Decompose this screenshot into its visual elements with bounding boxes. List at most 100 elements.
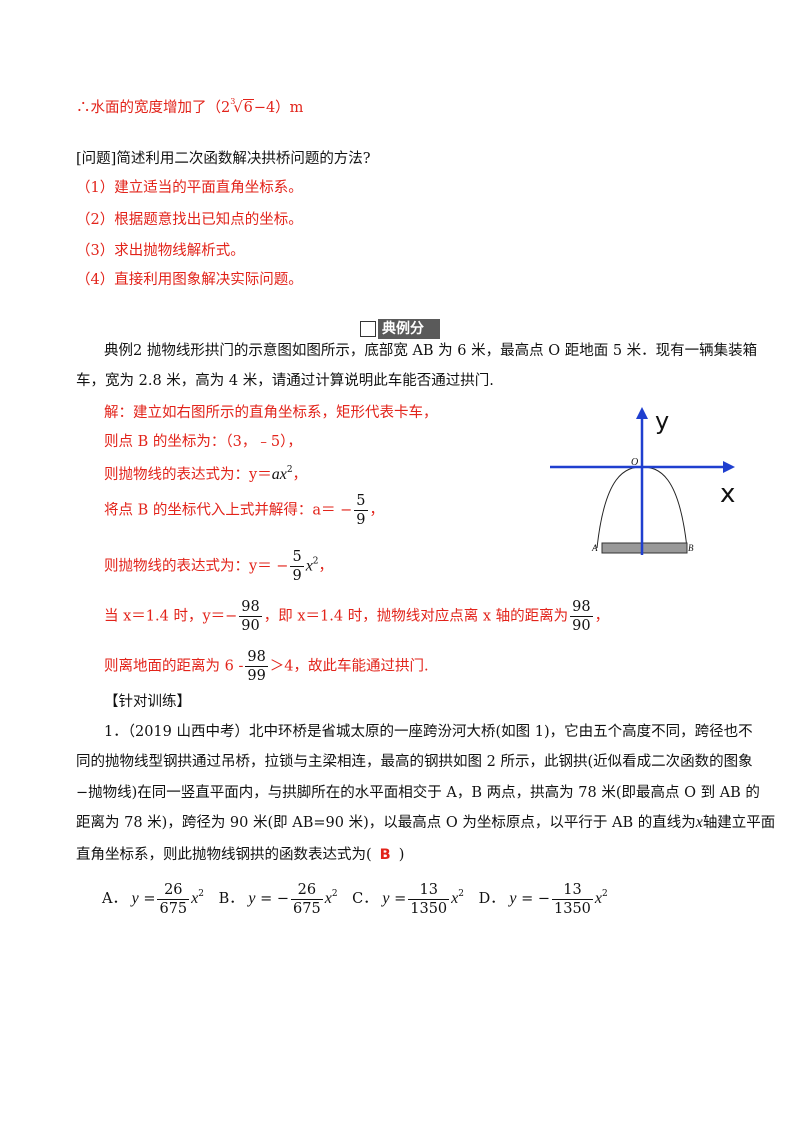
sol5-var: x [305,557,313,575]
sol4-num: 5 [356,493,366,509]
option-den: 1350 [552,898,593,917]
sol7-prefix: 则离地面的距离为 6 - [104,658,244,675]
root-index: 3 [230,97,236,106]
sol6-den-1: 90 [239,616,262,634]
option-num: 13 [563,881,582,898]
option-sign: = [143,891,156,907]
y-axis-arrow-icon [636,407,648,419]
option-label: B． [218,891,244,907]
training-p4: 距离为 78 米)，跨径为 90 米(即 AB=90 米)，以最高点 O 为坐标… [76,813,775,833]
option-var: x [451,890,459,907]
conclusion-line: ∴水面的宽度增加了（23√6−4）m [76,97,304,120]
sol7-den: 99 [245,666,268,684]
option-lhs: y [509,890,517,907]
example-line-2: 车，宽为 2.8 米，高为 4 米，请通过计算说明此车能否通过拱门. [76,373,494,389]
option-label: C． [352,891,378,907]
training-p2: 同的抛物线型钢拱通过吊桥，拉锁与主梁相连，最高的钢拱如图 2 所示，此钢拱(近似… [76,754,753,770]
root-radicand: 6 [242,99,254,116]
option-label: A． [102,891,127,907]
option-num: 26 [164,881,183,898]
question-step-3: （3）求出抛物线解析式。 [76,243,245,259]
option-var: x [324,890,332,907]
x-label: x [720,479,735,509]
a-label: A [591,543,598,553]
solution-line-3: 则抛物线的表达式为：y＝ax2， [104,460,307,485]
option-var: x [191,890,199,907]
option-var: x [594,890,603,907]
sol6-num-2: 98 [572,599,591,615]
training-p4-text: 距离为 78 米)，跨径为 90 米(即 AB=90 米)，以最高点 O 为坐标… [76,815,696,831]
section-heading: 典例分析 [360,319,440,357]
y-label: y [655,407,669,435]
option-num: 26 [297,881,317,898]
option-lhs: y [248,890,256,907]
training-title: 【针对训练】 [104,694,191,710]
answer-choice: B [379,847,391,863]
option-lhs: y [382,890,390,907]
option-den: 675 [291,898,323,917]
sol5-exp: 2 [312,556,319,567]
training-p4-suffix: 轴建立平面 [702,815,776,831]
question-step-4: （4）直接利用图象解决实际问题。 [76,272,303,288]
training-p1: 1．（2019 山西中考）北中环桥是省城太原的一座跨汾河大桥(如图 1)，它由五… [104,724,753,740]
sol6-num-1: 98 [241,599,260,615]
option-num: 13 [419,881,438,898]
section-heading-text: 典例分析 [378,319,440,357]
option-den: 675 [157,898,190,917]
question-title: [问题]简述利用二次函数解决拱桥问题的方法? [76,151,371,167]
sol5-prefix: 则抛物线的表达式为：y＝ − [104,558,289,575]
sol5-den: 9 [290,566,304,584]
conclusion-prefix: ∴水面的宽度增加了（2 [76,100,231,116]
training-p5: 直角坐标系，则此抛物线钢拱的函数表达式为( B) [76,845,404,865]
option-sign: = − [260,891,290,907]
sol6-den-2: 90 [570,616,593,634]
sol4-prefix: 将点 B 的坐标代入上式并解得：a＝ − [104,502,353,519]
sol3-var: ax [271,466,287,483]
sol4-suffix: ， [369,502,385,519]
sol3-suffix: ， [292,467,308,483]
question-step-2: （2）根据题意找出已知点的坐标。 [76,212,303,228]
heading-checkbox-icon [360,321,376,337]
sol7-num: 98 [247,649,266,665]
arch-figure: y x O A B [550,407,735,555]
training-p4-var: x [695,814,703,831]
option-sign: = [394,891,407,907]
option-exp: 2 [602,889,608,899]
training-p5-close: ) [398,847,405,863]
truck-rectangle [601,542,688,554]
o-label: O [631,457,638,468]
x-axis-arrow-icon [723,461,735,473]
cube-root: 3√6 [230,97,254,116]
sol6-prefix: 当 x＝1.4 时，y＝− [104,608,238,625]
option-exp: 2 [331,889,338,899]
option-sign: = − [521,891,550,907]
question-step-1: （1）建立适当的平面直角坐标系。 [76,180,303,196]
solution-line-2: 则点 B 的坐标为：（3，﹣5）， [104,434,302,450]
solution-line-1: 解：建立如右图所示的直角坐标系，矩形代表卡车， [104,405,438,421]
option-label: D． [478,891,505,907]
sol7-suffix: ＞4，故此车能通过拱门. [269,658,429,675]
training-p5-text: 直角坐标系，则此抛物线钢拱的函数表达式为( [76,847,372,863]
example-line-1: 典例2 抛物线形拱门的示意图如图所示，底部宽 AB 为 6 米，最高点 O 距地… [104,343,758,359]
sol4-den: 9 [354,510,368,528]
training-p3: −抛物线)在同一竖直平面内，与拱脚所在的水平面相交于 A，B 两点，拱高为 78… [76,785,760,801]
conclusion-suffix: −4）m [253,100,304,116]
sol6-mid: ，即 x＝1.4 时，抛物线对应点离 x 轴的距离为 [263,608,569,625]
